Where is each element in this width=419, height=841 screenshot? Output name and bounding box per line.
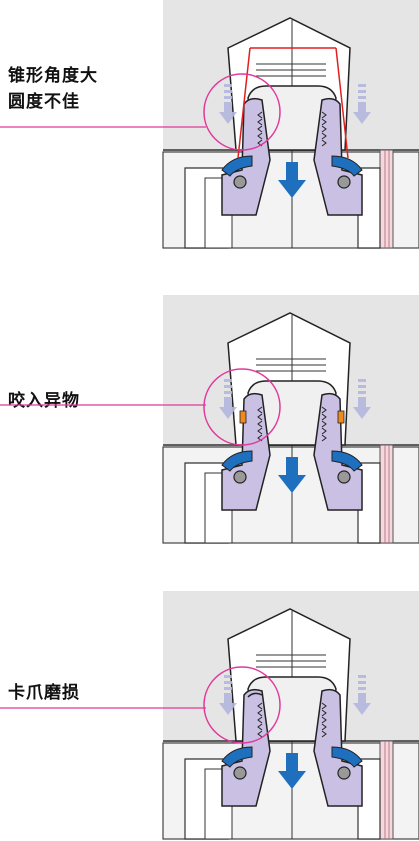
label-line-1: 锥形角度大 [8,66,98,86]
label-line-2: 圆度不佳 [8,92,80,112]
left-ball [233,470,247,484]
pull-stud [247,676,337,742]
panel-foreign-object: 咬入异物 [0,295,419,545]
faint-down-arrow-icon [353,84,371,124]
right-body [357,462,381,544]
debris-left [239,410,247,424]
chuck-diagram [0,0,419,249]
down-arrow-icon [286,457,298,479]
panel-label: 锥形角度大 圆度不佳 [8,63,98,115]
label-line-1: 咬入异物 [8,391,80,411]
right-seal [331,746,363,768]
left-ball [233,766,247,780]
right-body [357,758,381,840]
left-seal [221,450,253,472]
right-seal [331,155,363,177]
right-ring [379,740,394,840]
worn-jaw-edge [247,692,263,698]
right-ring [379,444,394,544]
down-arrow-icon [286,162,298,184]
panel-label: 咬入异物 [8,388,80,414]
right-ball [337,175,351,189]
faint-down-arrow-icon [353,379,371,419]
debris-right [337,410,345,424]
callout-circle-icon [203,73,281,151]
left-ball [233,175,247,189]
pull-stud [247,85,337,151]
right-ball [337,766,351,780]
chuck-diagram [0,591,419,840]
taper-line-right [335,47,349,159]
left-seal [221,155,253,177]
right-seal [331,450,363,472]
pull-stud [247,380,337,446]
right-body [357,167,381,249]
left-seal [221,746,253,768]
faint-down-arrow-icon [219,84,237,124]
callout-circle-icon [203,666,281,744]
taper-line-left [237,47,251,159]
callout-circle-icon [203,368,281,446]
label-line-1: 卡爪磨损 [8,683,80,703]
right-ring [379,149,394,249]
panel-taper-angle: 锥形角度大 圆度不佳 [0,0,419,250]
panel-jaw-wear: 卡爪磨损 [0,591,419,841]
right-ball [337,470,351,484]
down-arrow-icon [286,753,298,775]
chuck-diagram [0,295,419,544]
faint-down-arrow-icon [353,675,371,715]
faint-down-arrow-icon [219,379,237,419]
faint-down-arrow-icon [219,675,237,715]
panel-label: 卡爪磨损 [8,680,80,706]
